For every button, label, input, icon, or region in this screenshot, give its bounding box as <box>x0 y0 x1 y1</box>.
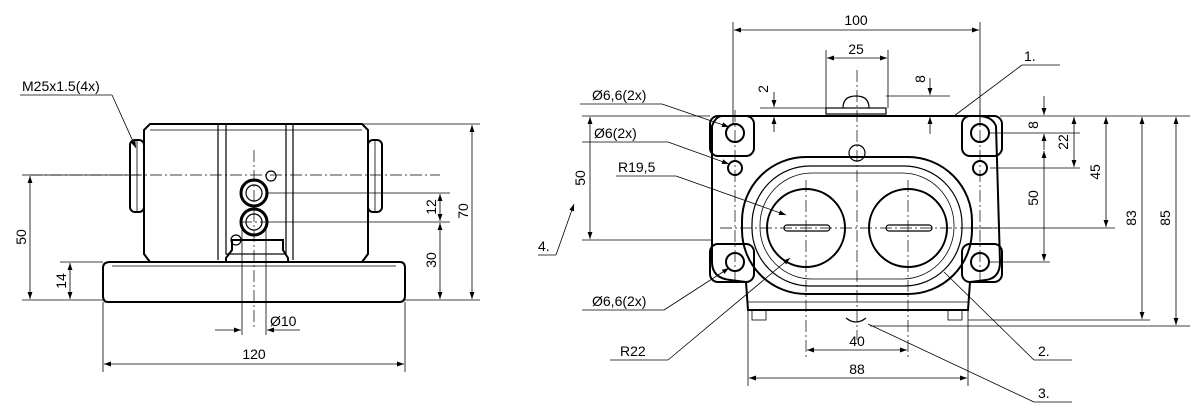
bottom-tab-right <box>947 309 963 321</box>
bore-dia-label: Ø10 <box>270 313 297 329</box>
dim-8-right-label: 8 <box>1025 121 1041 129</box>
side-view: M25x1.5(4x) Ø10 50 14 12 30 70 120 <box>13 78 480 372</box>
leader-hole-bottom <box>663 267 730 311</box>
dim-100-label: 100 <box>844 12 868 28</box>
thread-callout: M25x1.5(4x) <box>22 78 100 94</box>
top-button <box>842 95 870 109</box>
dim-50-label: 50 <box>13 229 29 245</box>
dim-22-label: 22 <box>1055 134 1071 150</box>
dim-40-label: 40 <box>849 333 865 349</box>
top-button-base <box>825 107 887 115</box>
thread-leader <box>111 94 137 149</box>
leader-hole-mid <box>667 141 730 165</box>
dim-12-label: 12 <box>423 199 439 215</box>
leader-item3 <box>867 323 1035 403</box>
small-hole-bottom <box>230 234 242 246</box>
radius-outer-callout: R22 <box>620 343 646 359</box>
dim-70-label: 70 <box>455 203 471 219</box>
pad-top-left <box>709 115 755 157</box>
dim-14-label: 14 <box>53 273 69 289</box>
hole-top-callout: Ø6,6(2x) <box>592 87 646 103</box>
dim-30-label: 30 <box>423 252 439 268</box>
leader-r22 <box>667 257 791 361</box>
dim-83-label: 83 <box>1123 210 1139 226</box>
dim-2-label: 2 <box>755 85 771 93</box>
dim-50-left-label: 50 <box>572 170 588 186</box>
leader-item1 <box>953 64 1023 117</box>
leader-item2 <box>943 271 1035 361</box>
bottom-tab-left <box>751 309 767 321</box>
leader-hole-top <box>661 103 730 128</box>
hole-bottom-callout: Ø6,6(2x) <box>592 293 646 309</box>
item-2-label: 2. <box>1038 343 1050 359</box>
bottom-button <box>845 317 867 323</box>
dim-85-label: 85 <box>1157 210 1173 226</box>
dim-88-label: 88 <box>849 361 865 377</box>
dim-50-right-label: 50 <box>1025 190 1041 206</box>
radius-inner-callout: R19,5 <box>618 159 656 175</box>
front-view: 100 25 2 8 8 22 45 50 83 85 50 40 88 Ø6,… <box>538 12 1190 403</box>
item-3-label: 3. <box>1038 385 1050 401</box>
pad-top-right <box>961 115 1003 157</box>
leader-r195 <box>675 175 787 216</box>
dim-45-label: 45 <box>1087 164 1103 180</box>
dim-25-label: 25 <box>848 41 864 57</box>
item-4-label: 4. <box>538 238 550 254</box>
dim-120-label: 120 <box>242 346 266 362</box>
small-hole-top <box>265 170 277 182</box>
center-block <box>225 123 287 255</box>
leader-item4 <box>555 203 575 256</box>
item-1-label: 1. <box>1024 48 1036 64</box>
hole-mid-callout: Ø6(2x) <box>594 125 637 141</box>
dim-8-top-label: 8 <box>912 75 928 83</box>
pad-bottom-left <box>709 243 755 283</box>
